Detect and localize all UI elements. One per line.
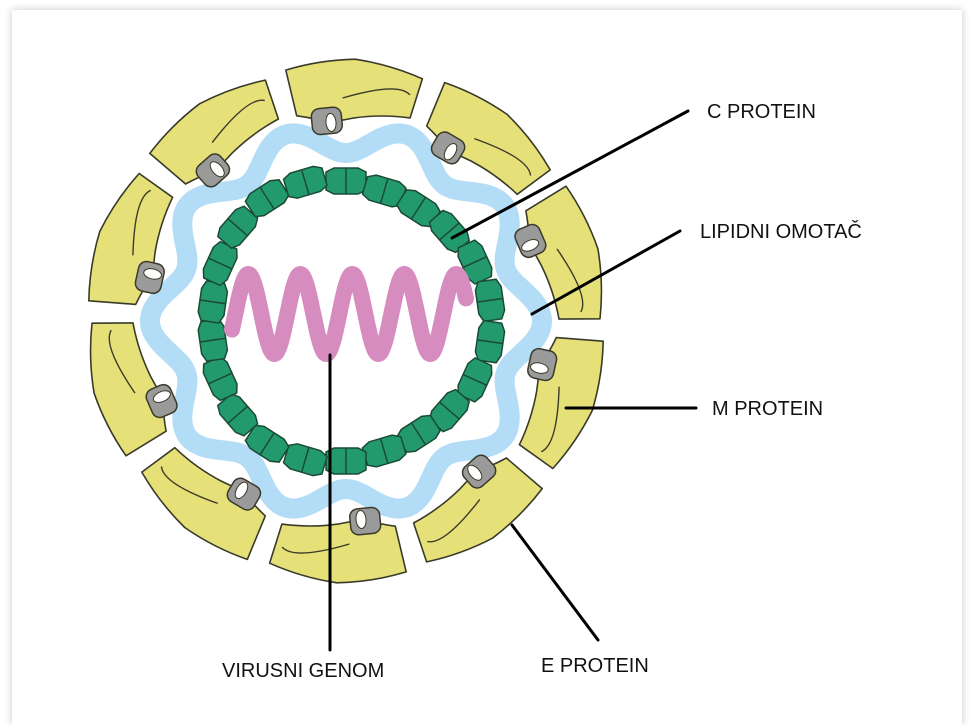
c-protein-unit xyxy=(361,433,407,469)
c-protein-unit xyxy=(326,168,366,194)
c-protein-unit xyxy=(474,320,505,363)
label-c-protein: C PROTEIN xyxy=(707,101,816,123)
c-protein-unit xyxy=(282,164,328,200)
viral-genome-strand xyxy=(232,274,466,354)
leader-line-e-protein xyxy=(512,525,598,640)
label-m-protein: M PROTEIN xyxy=(712,398,823,420)
label-viral-genome: VIRUSNI GENOM xyxy=(222,660,384,682)
m-protein xyxy=(349,507,381,536)
capsid-protein-layer xyxy=(197,164,506,478)
label-e-protein: E PROTEIN xyxy=(541,655,649,677)
c-protein-unit xyxy=(326,448,366,474)
c-protein-unit xyxy=(197,280,228,323)
label-lipid-envelope: LIPIDNI OMOTAČ xyxy=(700,220,862,243)
c-protein-unit xyxy=(474,279,505,322)
m-protein xyxy=(311,107,343,136)
c-protein-unit xyxy=(197,318,228,361)
